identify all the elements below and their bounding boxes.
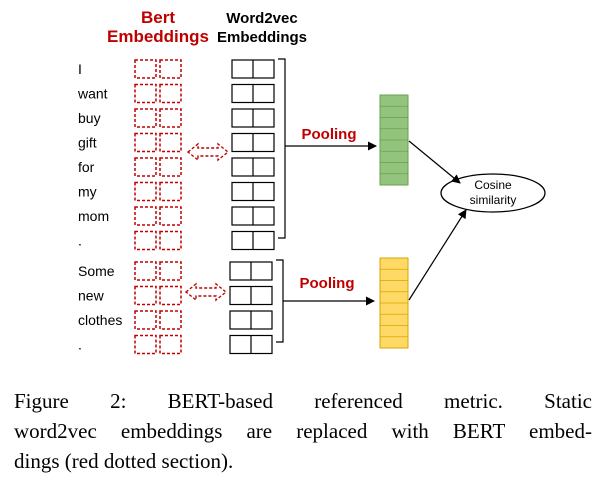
word-sentence1-3: gift bbox=[78, 135, 97, 151]
w2v-embedding-sentence1-4 bbox=[231, 157, 275, 177]
word-sentence2-3: . bbox=[78, 337, 82, 353]
cosine-label-line2: similarity bbox=[470, 193, 517, 207]
w2v-embedding-sentence1-3 bbox=[231, 132, 275, 153]
arrow-pooled2-to-cosine bbox=[408, 209, 467, 301]
arrow-pooled1-to-cosine bbox=[408, 140, 461, 184]
caption-line-1: Figure 2: BERT-based referenced metric. … bbox=[14, 389, 592, 413]
bert-embedding-sentence1-6 bbox=[134, 206, 182, 226]
bert-header-line2: Embeddings bbox=[107, 27, 209, 46]
w2v-header-line2: Embeddings bbox=[217, 29, 307, 46]
word-sentence1-7: . bbox=[78, 233, 82, 249]
bert-embedding-sentence1-5 bbox=[134, 181, 182, 202]
replace-arrow-2 bbox=[184, 282, 228, 302]
word-sentence2-0: Some bbox=[78, 263, 115, 279]
w2v-embedding-sentence1-5 bbox=[231, 181, 275, 202]
w2v-embedding-sentence1-6 bbox=[231, 206, 275, 226]
bert-embedding-sentence1-4 bbox=[134, 157, 182, 177]
caption-line-2: word2vec embeddings are replaced with BE… bbox=[14, 419, 592, 443]
word-sentence1-1: want bbox=[77, 86, 108, 102]
bracket-sentence2 bbox=[276, 259, 284, 343]
bert-embedding-sentence2-1 bbox=[134, 285, 182, 306]
bert-embedding-sentence2-2 bbox=[134, 310, 182, 330]
w2v-embedding-sentence2-2 bbox=[229, 310, 273, 330]
bracket-sentence1 bbox=[278, 58, 286, 239]
bert-header-line1: Bert bbox=[141, 8, 175, 27]
w2v-embedding-sentence1-0 bbox=[231, 59, 275, 79]
pooled-vector-sentence1 bbox=[379, 94, 409, 186]
pooled-vector-sentence2 bbox=[379, 257, 409, 349]
pooling-label-2: Pooling bbox=[300, 275, 355, 292]
bert-embedding-sentence2-0 bbox=[134, 261, 182, 281]
replace-arrow-1 bbox=[186, 142, 230, 162]
word-sentence1-4: for bbox=[78, 159, 95, 175]
bert-embedding-sentence1-2 bbox=[134, 108, 182, 128]
w2v-embedding-sentence2-1 bbox=[229, 285, 273, 306]
w2v-embedding-sentence1-2 bbox=[231, 108, 275, 128]
diagram-canvas: Bert Embeddings Word2vec Embeddings Iwan… bbox=[77, 8, 546, 355]
w2v-embedding-sentence1-1 bbox=[231, 83, 275, 104]
bert-embedding-sentence2-3 bbox=[134, 334, 182, 355]
pooling-label-1: Pooling bbox=[302, 126, 357, 143]
w2v-embedding-sentence2-3 bbox=[229, 334, 273, 355]
bert-embedding-sentence1-3 bbox=[134, 132, 182, 153]
w2v-header-line1: Word2vec bbox=[226, 10, 297, 27]
figure-caption: Figure 2: BERT-based referenced metric. … bbox=[14, 386, 592, 476]
caption-line-3: dings (red dotted section). bbox=[14, 449, 234, 473]
word-sentence2-1: new bbox=[78, 288, 105, 304]
bert-embedding-sentence1-0 bbox=[134, 59, 182, 79]
word-sentence1-5: my bbox=[78, 184, 97, 200]
bert-embedding-sentence1-7 bbox=[134, 230, 182, 251]
word-sentence2-2: clothes bbox=[78, 312, 122, 328]
bert-embedding-sentence1-1 bbox=[134, 83, 182, 104]
word-sentence1-6: mom bbox=[78, 208, 109, 224]
word-sentence1-2: buy bbox=[78, 110, 101, 126]
w2v-embedding-sentence2-0 bbox=[229, 261, 273, 281]
cosine-label-line1: Cosine bbox=[474, 178, 512, 192]
w2v-embedding-sentence1-7 bbox=[231, 230, 275, 251]
word-sentence1-0: I bbox=[78, 61, 82, 77]
cosine-similarity-node bbox=[440, 173, 546, 213]
